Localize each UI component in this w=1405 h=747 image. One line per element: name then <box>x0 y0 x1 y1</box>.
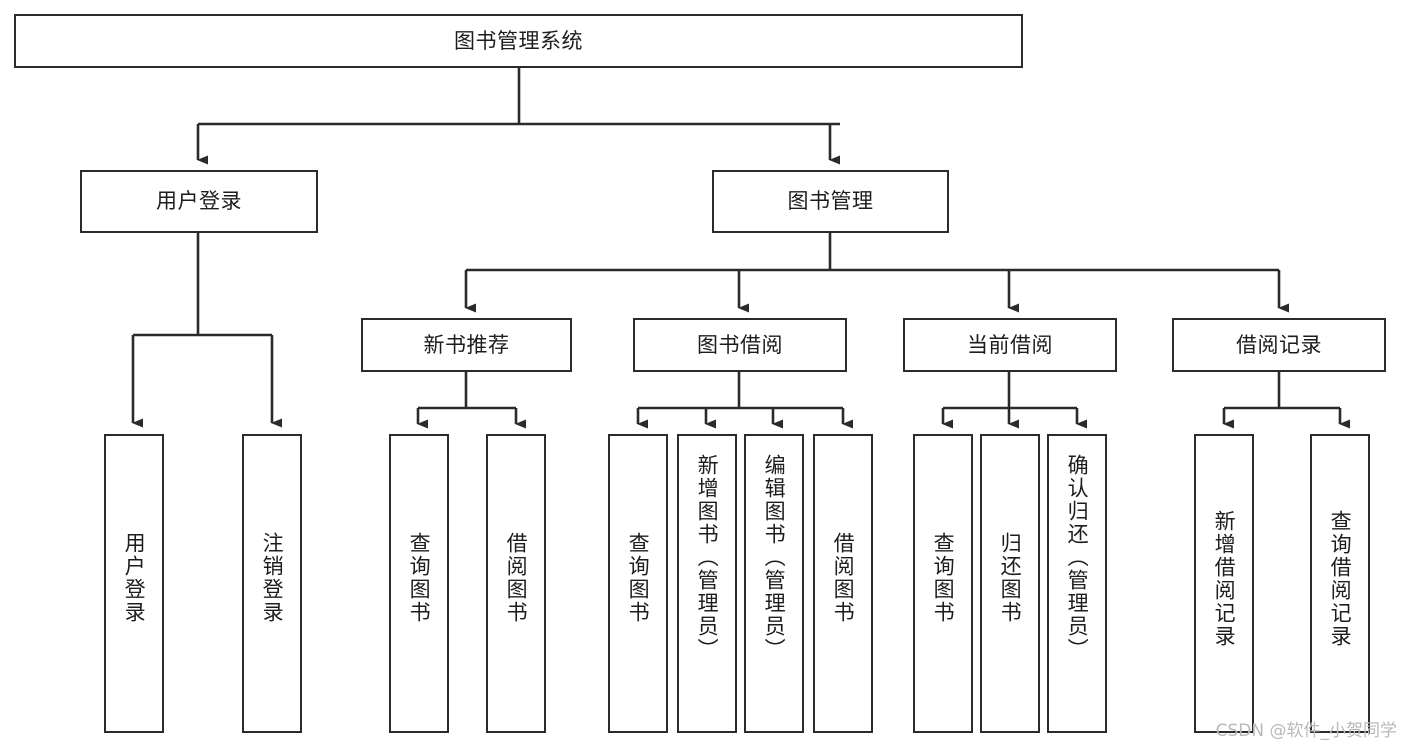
node-leaf-add-borrow-record[interactable]: 新增借阅记录 <box>1194 434 1254 733</box>
node-book-borrow-label: 图书借阅 <box>697 332 783 357</box>
node-book-borrow[interactable]: 图书借阅 <box>633 318 847 372</box>
node-user-login-label: 用户登录 <box>156 189 242 214</box>
node-leaf-return-book[interactable]: 归还图书 <box>980 434 1040 733</box>
node-leaf-user-login[interactable]: 用户登录 <box>104 434 164 733</box>
node-new-book-recommend-label: 新书推荐 <box>423 332 510 357</box>
node-new-book-recommend[interactable]: 新书推荐 <box>361 318 572 372</box>
node-user-login[interactable]: 用户登录 <box>80 170 318 233</box>
node-leaf-query-book-1-label: 查询图书 <box>407 532 432 624</box>
node-leaf-query-book-3[interactable]: 查询图书 <box>913 434 973 733</box>
node-current-borrow[interactable]: 当前借阅 <box>903 318 1117 372</box>
node-leaf-edit-book-label: 编辑图书（管理员） <box>762 454 787 661</box>
node-leaf-borrow-book-2[interactable]: 借阅图书 <box>813 434 873 733</box>
node-leaf-edit-book[interactable]: 编辑图书（管理员） <box>744 434 804 733</box>
csdn-watermark: CSDN @软件_小贺同学 <box>1215 721 1397 741</box>
node-leaf-borrow-book-1-label: 借阅图书 <box>504 532 529 624</box>
node-root-label: 图书管理系统 <box>454 28 583 53</box>
node-leaf-query-borrow-record[interactable]: 查询借阅记录 <box>1310 434 1370 733</box>
node-leaf-query-book-2-label: 查询图书 <box>626 532 651 624</box>
node-root[interactable]: 图书管理系统 <box>14 14 1023 68</box>
node-current-borrow-label: 当前借阅 <box>967 332 1053 357</box>
node-book-manage-label: 图书管理 <box>787 189 874 214</box>
node-leaf-confirm-return[interactable]: 确认归还（管理员） <box>1047 434 1107 733</box>
node-leaf-query-borrow-record-label: 查询借阅记录 <box>1328 510 1353 648</box>
node-leaf-logout[interactable]: 注销登录 <box>242 434 302 733</box>
node-borrow-record[interactable]: 借阅记录 <box>1172 318 1386 372</box>
node-leaf-add-borrow-record-label: 新增借阅记录 <box>1212 510 1237 648</box>
node-leaf-logout-label: 注销登录 <box>260 532 285 624</box>
node-leaf-confirm-return-label: 确认归还（管理员） <box>1065 454 1090 661</box>
node-leaf-query-book-3-label: 查询图书 <box>931 532 956 624</box>
node-leaf-return-book-label: 归还图书 <box>998 532 1023 624</box>
node-leaf-borrow-book-2-label: 借阅图书 <box>831 532 856 624</box>
node-leaf-add-book[interactable]: 新增图书（管理员） <box>677 434 737 733</box>
node-leaf-borrow-book-1[interactable]: 借阅图书 <box>486 434 546 733</box>
node-leaf-query-book-1[interactable]: 查询图书 <box>389 434 449 733</box>
node-book-manage[interactable]: 图书管理 <box>712 170 949 233</box>
node-leaf-query-book-2[interactable]: 查询图书 <box>608 434 668 733</box>
node-borrow-record-label: 借阅记录 <box>1236 332 1322 357</box>
node-leaf-user-login-label: 用户登录 <box>122 532 147 624</box>
node-leaf-add-book-label: 新增图书（管理员） <box>695 454 720 661</box>
